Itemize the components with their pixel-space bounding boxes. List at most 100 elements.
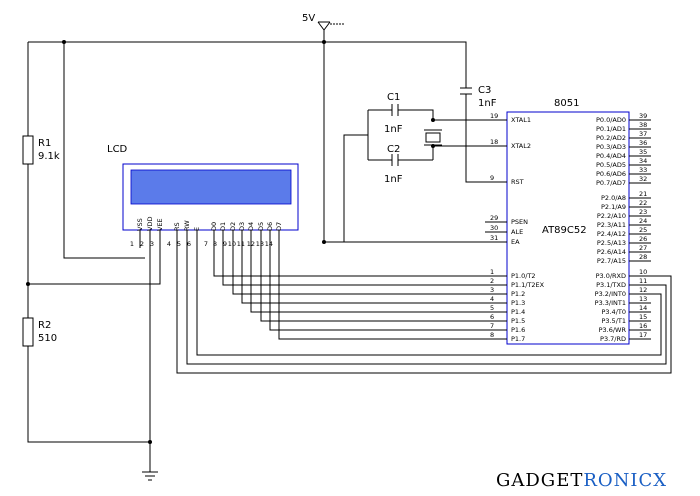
lcd-pin-number: 5 xyxy=(177,240,181,248)
lcd-pin-name: E xyxy=(193,227,201,231)
mcu-pin-name: P0.5/AD5 xyxy=(596,161,626,169)
data-wire xyxy=(213,248,485,277)
lcd-pin-name: D4 xyxy=(247,222,255,231)
lcd-pin-name: D7 xyxy=(275,222,283,231)
mcu-pin-number: 13 xyxy=(639,295,647,303)
mcu-pin-name: P1.2 xyxy=(511,290,525,298)
mcu-pin-name: P2.0/A8 xyxy=(601,194,626,202)
data-wire xyxy=(222,248,485,286)
mcu-pin-name: P3.0/RXD xyxy=(596,272,626,280)
capacitor-c2: C2 1nF xyxy=(368,144,485,185)
lcd-pin-number: 2 xyxy=(140,240,144,248)
brand-part2: RONICX xyxy=(583,470,667,491)
lcd-pin-number: 8 xyxy=(213,240,217,248)
mcu-pin-number: 14 xyxy=(639,304,647,312)
mcu-pin-name: EA xyxy=(511,238,520,246)
c1-value: 1nF xyxy=(384,124,403,135)
c3-value: 1nF xyxy=(478,98,497,109)
lcd-pin-name: VDD xyxy=(146,217,154,231)
r1-ref: R1 xyxy=(38,138,51,149)
mcu-pin-name: P2.3/A11 xyxy=(597,221,626,229)
control-wire xyxy=(176,248,672,374)
mcu-pin-name: P3.6/WR xyxy=(599,326,627,334)
mcu-pin-number: 30 xyxy=(490,224,498,232)
mcu-pin-name: P1.4 xyxy=(511,308,525,316)
mcu-pin-number: 1 xyxy=(490,268,494,276)
mcu-pin-name: P3.3/INT1 xyxy=(595,299,626,307)
mcu-pin-name: P1.1/T2EX xyxy=(511,281,545,289)
mcu-pin-name: RST xyxy=(511,178,524,186)
vcc-label: 5V xyxy=(302,13,315,24)
mcu-pin-name: P0.6/AD6 xyxy=(596,170,626,178)
r2-ref: R2 xyxy=(38,320,51,331)
mcu-pin-number: 36 xyxy=(639,139,647,147)
c3-ref: C3 xyxy=(478,85,491,96)
mcu-pin-number: 10 xyxy=(639,268,647,276)
mcu-pin-number: 7 xyxy=(490,322,494,330)
mcu-pin-number: 31 xyxy=(490,234,498,242)
lcd-pin-name: D6 xyxy=(266,222,274,231)
mcu-pin-name: P3.4/T0 xyxy=(601,308,626,316)
mcu-pin-name: P2.6/A14 xyxy=(597,248,626,256)
lcd-pin-name: D5 xyxy=(257,222,265,231)
mcu-pin-number: 21 xyxy=(639,190,647,198)
crystal xyxy=(367,110,442,160)
mcu-pin-name: P0.0/AD0 xyxy=(596,116,626,124)
lcd-pin-name: RS xyxy=(173,222,181,231)
mcu-pin-number: 25 xyxy=(639,226,647,234)
mcu-pin-name: P1.3 xyxy=(511,299,525,307)
data-wire xyxy=(250,248,485,313)
mcu-pin-number: 6 xyxy=(490,313,494,321)
mcu-pin-number: 4 xyxy=(490,295,494,303)
mcu-pin-name: P0.1/AD1 xyxy=(596,125,626,133)
data-wire xyxy=(260,248,485,322)
data-wire xyxy=(278,248,485,340)
mcu-pin-number: 26 xyxy=(639,235,647,243)
resistor-r2: R2 510 xyxy=(22,317,150,443)
mcu-pin-name: P0.4/AD4 xyxy=(596,152,626,160)
mcu-pin-number: 18 xyxy=(490,138,498,146)
c1-ref: C1 xyxy=(387,92,400,103)
mcu-pin-name: P3.7/RD xyxy=(600,335,626,343)
mcu-pin-number: 22 xyxy=(639,199,647,207)
r2-value: 510 xyxy=(38,333,57,344)
mcu-pin-number: 38 xyxy=(639,121,647,129)
mcu-pin-name: P2.5/A13 xyxy=(597,239,626,247)
mcu-pin-number: 3 xyxy=(490,286,494,294)
mcu-part: AT89C52 xyxy=(542,225,587,236)
r1-value: 9.1k xyxy=(38,151,60,162)
mcu-pin-name: P1.5 xyxy=(511,317,525,325)
mcu-pin-name: P2.1/A9 xyxy=(601,203,626,211)
mcu-pin-number: 12 xyxy=(639,286,647,294)
mcu-pin-number: 35 xyxy=(639,148,647,156)
mcu-pin-number: 15 xyxy=(639,313,647,321)
ground-symbol xyxy=(142,248,158,481)
mcu-pin-name: P0.2/AD2 xyxy=(596,134,626,142)
mcu-pin-number: 39 xyxy=(639,112,647,120)
lcd-pin-number: 3 xyxy=(150,240,154,248)
lcd-pin-number: 9 xyxy=(223,240,227,248)
mcu-pin-number: 19 xyxy=(490,112,498,120)
mcu-pin-name: P2.7/A15 xyxy=(597,257,626,265)
lcd-pin-name: D3 xyxy=(238,222,246,231)
lcd-pin-number: 6 xyxy=(187,240,191,248)
data-wire xyxy=(241,248,485,304)
data-wire xyxy=(269,248,485,331)
crystal-ground-wire xyxy=(322,134,368,244)
mcu-pin-number: 37 xyxy=(639,130,647,138)
mcu-pin-number: 29 xyxy=(490,214,498,222)
lcd-pin-name: VEE xyxy=(156,218,164,231)
c2-value: 1nF xyxy=(384,174,403,185)
mcu-pin-name: PSEN xyxy=(511,218,528,226)
mcu-pin-number: 27 xyxy=(639,244,647,252)
lcd-pin-number: 10 xyxy=(228,240,236,248)
mcu-pin-number: 11 xyxy=(639,277,647,285)
mcu-pin-number: 17 xyxy=(639,331,647,339)
mcu-pin-name: P1.7 xyxy=(511,335,525,343)
mcu-pin-name: P1.0/T2 xyxy=(511,272,536,280)
mcu-pin-name: P3.5/T1 xyxy=(601,317,626,325)
lcd-pin-number: 11 xyxy=(237,240,245,248)
mcu-pin-number: 34 xyxy=(639,157,647,165)
mcu-pin-name: P3.2/INT0 xyxy=(595,290,626,298)
